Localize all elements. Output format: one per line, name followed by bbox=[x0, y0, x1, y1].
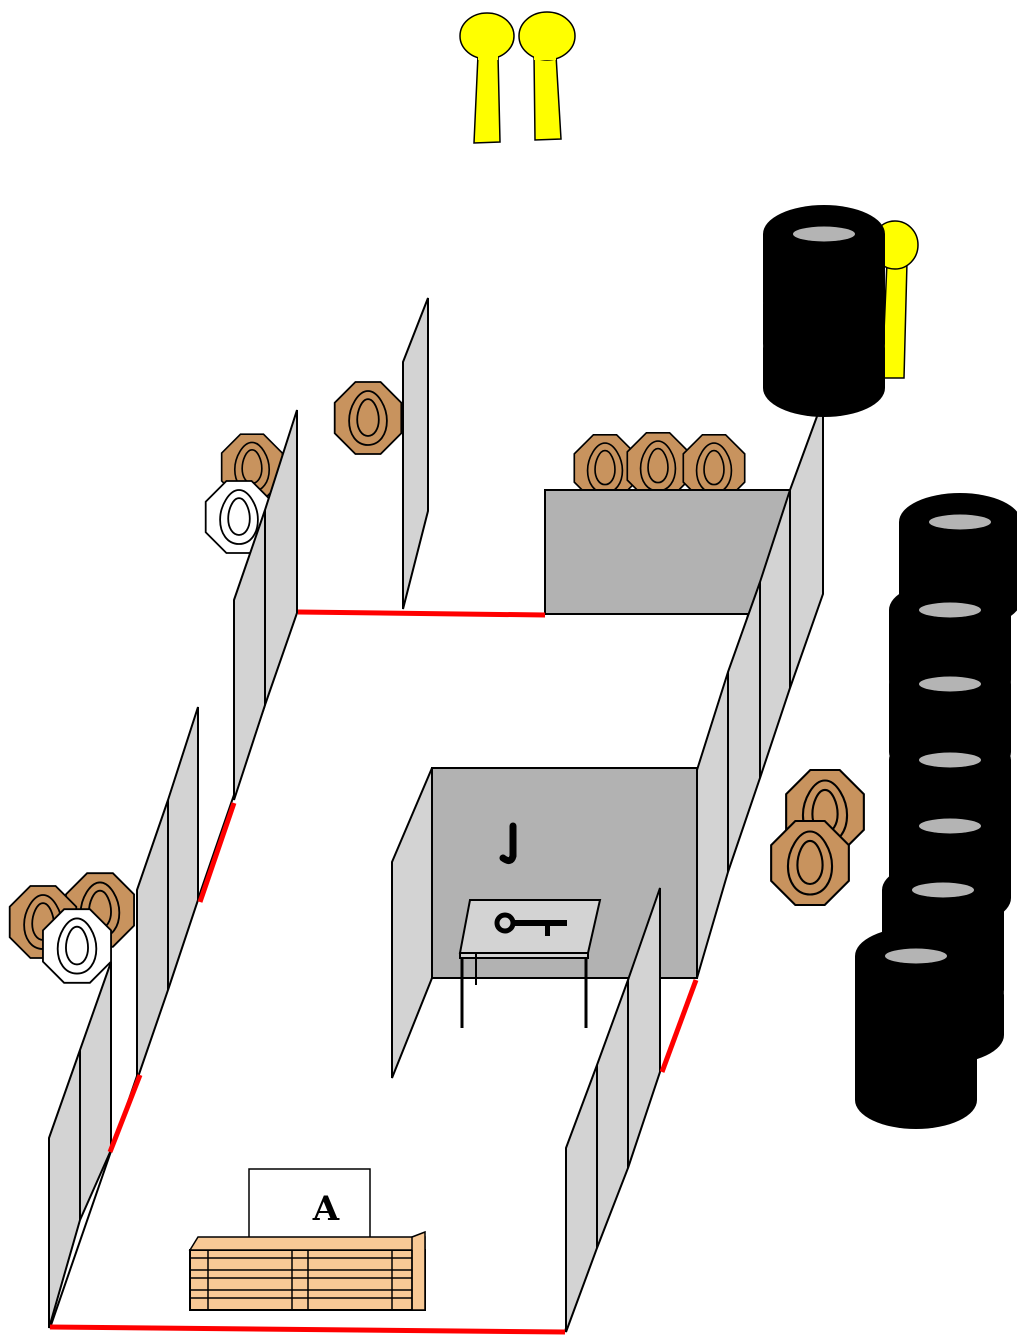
table bbox=[458, 899, 602, 1028]
sign-board bbox=[248, 1168, 371, 1240]
hook-icon bbox=[499, 822, 517, 865]
tire-wall bbox=[855, 493, 1017, 1129]
table-edge bbox=[459, 952, 589, 959]
target-tan bbox=[333, 381, 403, 455]
fault-line bbox=[659, 979, 699, 1073]
center-side-wall bbox=[391, 767, 433, 1079]
back-barricade-box bbox=[544, 489, 791, 615]
wall-panel-right bbox=[789, 399, 824, 689]
back-barricade bbox=[544, 431, 791, 615]
fault-line bbox=[197, 802, 237, 903]
target-tan bbox=[770, 819, 850, 907]
tire bbox=[855, 927, 977, 1025]
fault-lines bbox=[49, 609, 699, 1335]
fault-line bbox=[49, 1324, 566, 1335]
popper bbox=[518, 11, 576, 141]
pallet bbox=[188, 1230, 426, 1311]
divider-wall bbox=[402, 297, 429, 610]
target-white bbox=[42, 908, 112, 984]
tire bbox=[899, 493, 1017, 591]
wall-panel-right bbox=[565, 1064, 598, 1333]
wall-panel-left bbox=[48, 1049, 81, 1329]
wall-panel-left bbox=[136, 799, 169, 1081]
fault-line bbox=[297, 609, 546, 618]
tire bbox=[763, 205, 885, 303]
key-icon bbox=[494, 912, 567, 936]
popper bbox=[459, 12, 515, 144]
popper-pair bbox=[459, 11, 576, 144]
fault-line bbox=[107, 1074, 143, 1153]
tire-stack bbox=[763, 205, 885, 417]
wall-panel-left bbox=[233, 509, 266, 801]
table-top bbox=[458, 899, 602, 954]
sign-label: A bbox=[312, 1189, 340, 1229]
start-sign: A bbox=[248, 1168, 371, 1240]
